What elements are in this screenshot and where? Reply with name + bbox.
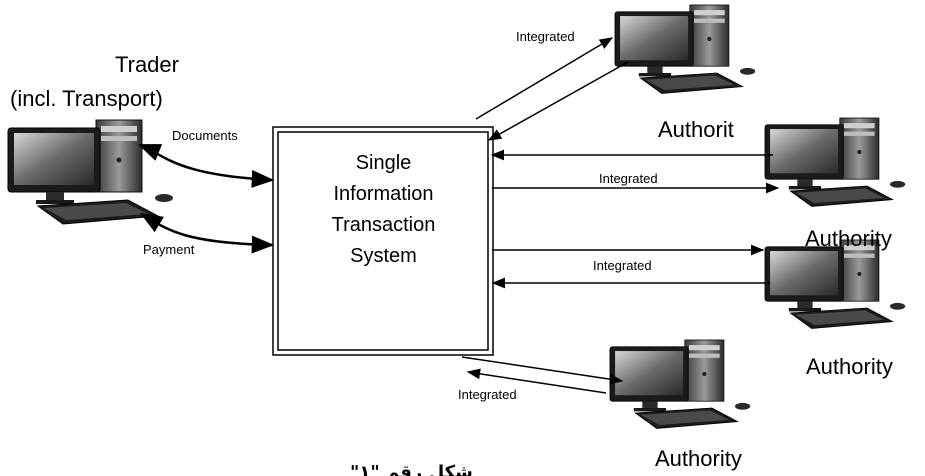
trader-title: Trader bbox=[115, 52, 179, 77]
sits-line-2: Information bbox=[333, 183, 434, 205]
sits-line-4: System bbox=[350, 245, 417, 267]
payment-arrow bbox=[140, 212, 275, 254]
authority-3-label: Authority bbox=[806, 354, 893, 379]
documents-label: Documents bbox=[172, 128, 238, 143]
integrated-label-authority-2: Integrated bbox=[599, 171, 658, 186]
authority-1-in-arrow bbox=[487, 61, 629, 141]
payment-label: Payment bbox=[143, 242, 195, 257]
authority-4-computer-icon bbox=[609, 339, 751, 429]
trader-computer-icon bbox=[7, 119, 174, 225]
authority-2-label: Authority bbox=[805, 226, 892, 251]
authority-4-in-arrow bbox=[466, 368, 607, 394]
integrated-label-authority-3: Integrated bbox=[593, 258, 652, 273]
sits-box-label: Single Information Transaction System bbox=[276, 148, 491, 272]
authority-3-computer-icon bbox=[764, 239, 906, 329]
sits-line-1: Single bbox=[355, 152, 412, 174]
integrated-label-authority-1: Integrated bbox=[516, 29, 575, 44]
authority-1-label: Authorit bbox=[658, 117, 734, 142]
authority-1-computer-icon bbox=[614, 4, 756, 94]
authority-2-computer-icon bbox=[764, 117, 906, 207]
sits-box-inner-border bbox=[277, 131, 489, 351]
sits-line-3: Transaction bbox=[331, 214, 436, 236]
authority-4-label: Authority bbox=[655, 446, 742, 471]
trader-subtitle: (incl. Transport) bbox=[10, 86, 163, 111]
figure-caption: شكل رقم "١" bbox=[350, 462, 473, 476]
integrated-label-authority-4: Integrated bbox=[458, 387, 517, 402]
documents-arrow bbox=[137, 143, 275, 188]
authority-1-out-arrow bbox=[475, 37, 614, 120]
authority-4-out-arrow bbox=[461, 356, 624, 385]
